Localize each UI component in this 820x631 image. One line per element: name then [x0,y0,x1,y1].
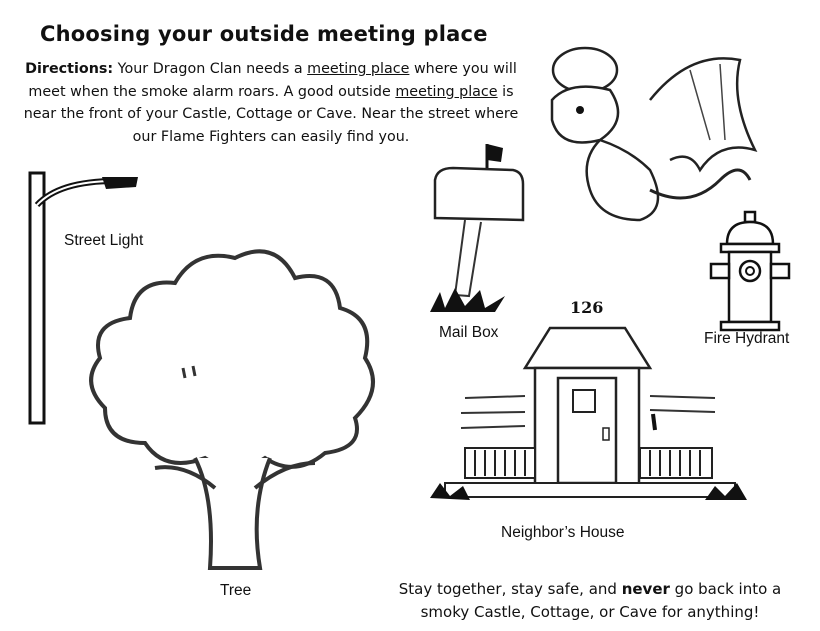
directions-part: Your Dragon Clan needs a [113,61,308,77]
footer-emphasis: never [621,580,670,598]
footer-part: go back into a smoky Castle, Cottage, or… [420,580,782,621]
meeting-place-term: meeting place [307,61,410,77]
directions-part: where you will meet when the smoke alarm… [28,61,517,100]
page-title: Choosing your outside meeting place [40,22,488,46]
directions-part: is near the front of your Castle, Cottag… [23,83,519,145]
mailbox-icon [430,144,525,312]
neighbors-house-icon [430,326,747,500]
fire-hydrant-label: Fire Hydrant [704,330,790,347]
dragon-icon [550,46,758,222]
directions-text: Directions: Your Dragon Clan needs a mee… [14,58,528,148]
street-light-label: Street Light [64,232,144,249]
safety-footer-text: Stay together, stay safe, and never go b… [380,578,800,624]
footer-part: Stay together, stay safe, and [398,580,622,598]
directions-label: Directions: [25,61,114,77]
fire-hydrant-icon [709,210,791,332]
tree-icon [89,249,375,570]
house-number: 126 [570,298,604,317]
street-light-icon [28,171,138,425]
neighbors-house-label: Neighbor’s House [501,524,625,541]
tree-label: Tree [220,582,252,599]
meeting-place-term: meeting place [395,83,498,100]
mail-box-label: Mail Box [439,324,499,341]
